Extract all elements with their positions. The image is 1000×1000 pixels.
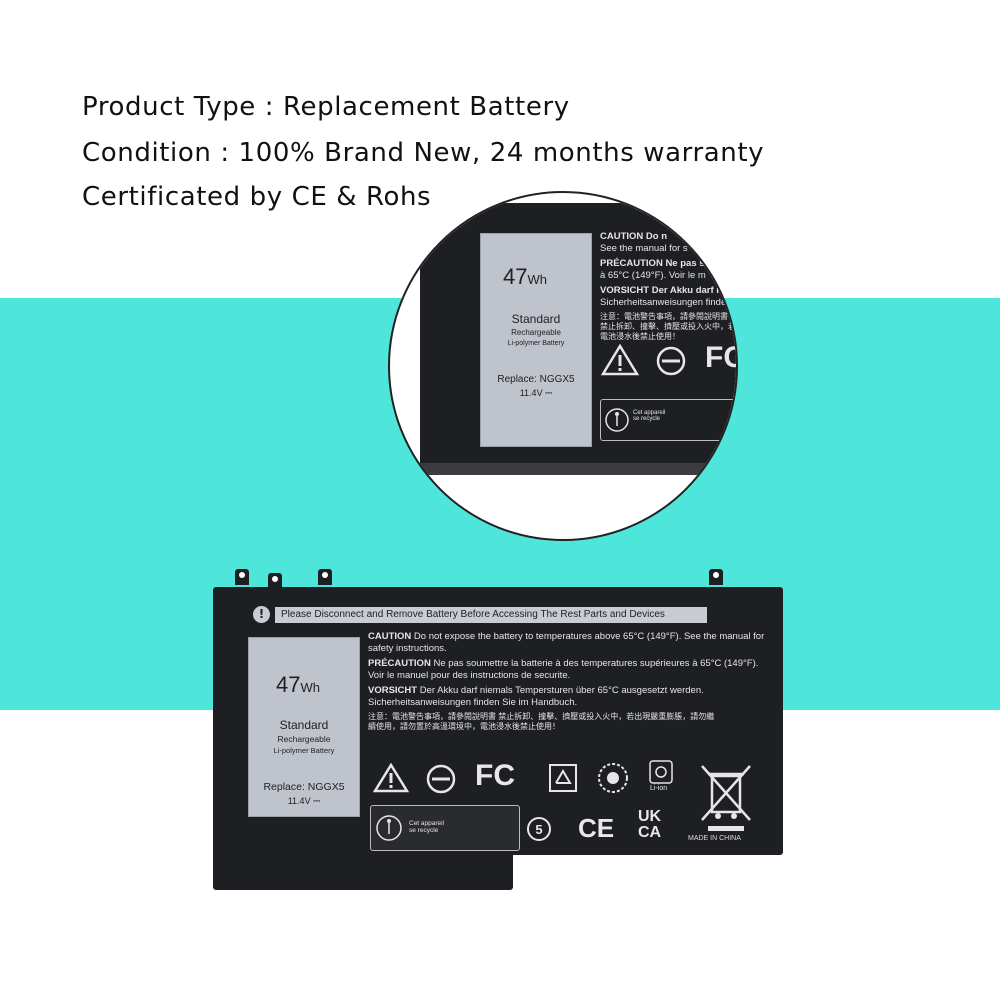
exclamation-icon: !	[253, 606, 270, 623]
zoom-precaution-line: PRÉCAUTION Ne pas so	[600, 258, 711, 269]
made-in-label: MADE IN CHINA	[688, 835, 741, 842]
vorsicht-text: Der Akku darf niemals Tempersturen über …	[368, 685, 704, 708]
recycle-info-box: Cet appareil se recycle	[370, 805, 520, 851]
zoom-replace-label: Replace: NGGX5	[497, 374, 575, 385]
weee-bin-icon	[701, 765, 751, 831]
zoom-detail-circle: 47Wh Standard Rechargeable Li-polymer Ba…	[388, 191, 738, 541]
zoom-fc-mark: FC	[705, 341, 736, 374]
zoom-caution-line2: See the manual for s	[600, 242, 688, 254]
capacity-value: 47	[276, 672, 301, 697]
standard-label: Standard	[279, 718, 329, 732]
liion-recycle-icon	[649, 760, 673, 784]
mount-tab-2	[268, 573, 282, 589]
zoom-battery-body: 47Wh Standard Rechargeable Li-polymer Ba…	[420, 203, 738, 473]
zoom-warning-triangle-icon	[600, 343, 640, 376]
zoom-chinese-line3: 電池浸水後禁止使用！	[600, 332, 680, 341]
noburn-icon	[426, 764, 456, 794]
caution-title: CAUTION	[368, 631, 412, 642]
certification-text: Certificated by CE & Rohs	[82, 182, 432, 212]
zoom-capacity-unit: Wh	[527, 272, 547, 287]
zoom-vorsicht-line2: Sicherheitsanweisungen finden	[600, 296, 732, 308]
zoom-standard-label: Standard	[511, 312, 561, 326]
zoom-chinese-line1: 注意：電池警告事項，請參閱說明書	[600, 312, 728, 321]
precaution-text: Ne pas soumettre la batterie à des tempe…	[368, 658, 759, 681]
chemistry-label: Li-polymer Battery	[273, 746, 335, 755]
caution-text: Do not expose the battery to temperature…	[368, 631, 765, 654]
zoom-capacity-value: 47	[503, 264, 528, 289]
replace-label: Replace: NGGX5	[263, 781, 345, 793]
rechargeable-label: Rechargeable	[277, 734, 331, 744]
warning-triangle-icon	[373, 762, 409, 793]
capacity-label-panel: 47Wh Standard Rechargeable Li-polymer Ba…	[248, 637, 360, 817]
mount-tab-4	[709, 569, 723, 585]
voltage-label: 11.4V ⎓	[287, 796, 321, 806]
disconnect-warning-strip: Please Disconnect and Remove Battery Bef…	[275, 607, 707, 623]
recycle-person-icon	[376, 815, 402, 841]
capacity-display: 47Wh	[276, 672, 320, 698]
condition-text: Condition : 100% Brand New, 24 months wa…	[82, 138, 765, 168]
svg-text:5: 5	[535, 822, 542, 837]
zoom-recycle-person-icon	[605, 408, 629, 432]
liion-label: Li-ion	[650, 785, 668, 792]
ukca-mark: UK CA	[638, 808, 662, 841]
ce-mark: CE	[578, 813, 615, 843]
fc-mark: FC	[475, 759, 515, 792]
zoom-chemistry-label: Li-polymer Battery	[507, 340, 565, 347]
china-recycle-icon	[549, 764, 577, 792]
recycle-5-icon: 5	[527, 817, 551, 841]
battery-lower-section	[213, 849, 513, 890]
zoom-bottom-edge	[420, 463, 710, 475]
recycle-seal-icon	[598, 763, 628, 793]
zoom-chinese-line2: 禁止拆卸、撞擊、擠壓或投入火中，若出	[600, 322, 738, 331]
vorsicht-title: VORSICHT	[368, 685, 418, 696]
zoom-precaution-line2: à 65°C (149°F). Voir le m	[600, 269, 706, 281]
capacity-unit: Wh	[300, 680, 320, 695]
zoom-noburn-icon	[656, 346, 686, 376]
mount-tab-3	[318, 569, 332, 585]
recycle-label: Cet appareil se recycle	[409, 820, 445, 834]
battery-product: ! Please Disconnect and Remove Battery B…	[213, 569, 783, 890]
safety-warnings: CAUTION Do not expose the battery to tem…	[368, 631, 768, 736]
zoom-vorsicht-line: VORSICHT Der Akku darf ni	[600, 285, 725, 296]
zoom-recycle-label: Cet appareil se recycle	[633, 410, 666, 422]
precaution-title: PRÉCAUTION	[368, 658, 431, 669]
product-type-text: Product Type : Replacement Battery	[82, 92, 570, 122]
zoom-label-panel: 47Wh Standard Rechargeable Li-polymer Ba…	[480, 233, 592, 447]
mount-tab-1	[235, 569, 249, 585]
zoom-caution-line: CAUTION Do n	[600, 231, 668, 242]
zoom-rechargeable-label: Rechargeable	[511, 328, 561, 337]
chinese-warning: 注意：電池警告事項，請參閱說明書 禁止拆卸、撞擊、擠壓或投入火中，若出現嚴重膨脹…	[368, 712, 715, 731]
zoom-recycle-box: Cet appareil se recycle	[600, 399, 736, 441]
zoom-voltage-label: 11.4V ⎓	[519, 388, 553, 398]
